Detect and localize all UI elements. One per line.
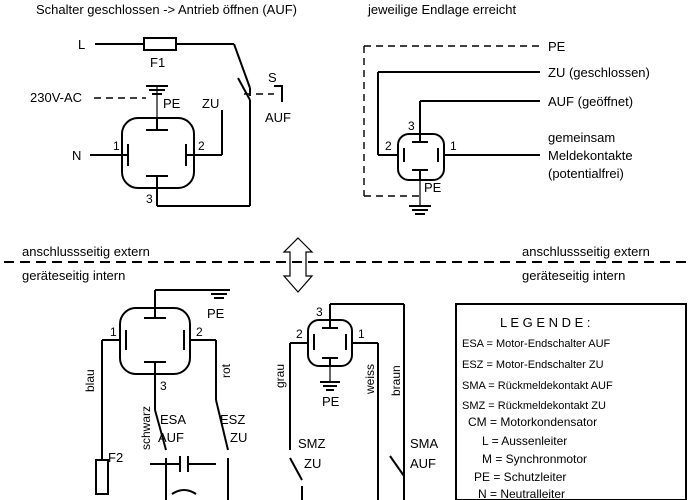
top-right-wiring: PE ZU (geschlossen) AUF (geöffnet) gemei… [363,39,650,215]
label-SMZ-ZU: ZU [304,456,321,471]
wire-braun: braun [389,365,403,396]
label-SMA: SMA [410,436,439,451]
legend: L E G E N D E : ESA = Motor-Endschalter … [455,303,687,500]
fuse-f1 [143,37,177,51]
label-AUF: AUF [265,110,291,125]
label-PE: PE [163,96,181,111]
label-SMZ: SMZ [298,436,326,451]
caption-top-left: Schalter geschlossen -> Antrieb öffnen (… [36,2,297,17]
legend-item: ESZ = Motor-Endschalter ZU [462,359,604,371]
sep-right-bottom: geräteseitig intern [522,268,625,283]
pin-2-motor: 2 [196,325,203,339]
pin-2: 2 [198,139,205,153]
label-common-1: gemeinsam [548,130,615,145]
label-L: L [78,37,85,52]
pin-3-motor: 3 [160,379,167,393]
label-ESA-AUF: AUF [158,430,184,445]
legend-item: L = Aussenleiter [482,434,567,448]
legend-item: SMA = Rückmeldekontakt AUF [462,380,613,392]
wire-weiss: weiss [363,364,377,395]
label-AUF-line: AUF (geöffnet) [548,94,633,109]
separator: anschlussseitig extern geräteseitig inte… [4,237,686,293]
sep-left-top: anschlussseitig extern [22,244,150,259]
top-left-wiring: L F1 230V-AC PE ZU N S AUF 1 2 3 [30,37,291,207]
legend-box [455,303,687,500]
label-ESZ: ESZ [220,412,245,427]
internal-feedback-wiring: 3 2 1 PE grau weiss braun SMZ ZU SMA AUF [273,303,439,500]
label-S: S [268,70,277,85]
legend-item: SMZ = Rückmeldekontakt ZU [462,400,606,412]
caption-top-right: jeweilige Endlage erreicht [367,2,517,17]
pin-3: 3 [146,192,153,206]
label-voltage: 230V-AC [30,90,82,105]
legend-item: PE = Schutzleiter [474,470,566,484]
label-F2: F2 [108,450,123,465]
legend-item: M = Synchronmotor [482,452,587,466]
label-N: N [72,148,81,163]
pin-1-internal: 1 [358,327,365,341]
sep-right-top: anschlussseitig extern [522,244,650,259]
pin-1-right: 1 [450,139,457,153]
label-ZU: ZU [202,96,219,111]
pin-1: 1 [113,139,120,153]
pin-2-internal: 2 [296,327,303,341]
legend-item: N = Neutralleiter [478,487,565,500]
label-SMA-AUF: AUF [410,456,436,471]
label-PE-line: PE [548,39,566,54]
legend-title: L E G E N D E : [500,315,591,330]
label-PE-right: PE [424,180,442,195]
wire-grau: grau [273,364,287,388]
fuse-f2 [95,459,109,495]
pin-3-right: 3 [408,119,415,133]
label-PE-motor: PE [207,306,225,321]
double-arrow-icon [282,237,314,293]
label-ZU-line: ZU (geschlossen) [548,65,650,80]
legend-item: ESA = Motor-Endschalter AUF [462,338,611,350]
label-ESA: ESA [160,412,186,427]
wire-schwarz: schwarz [139,406,153,450]
internal-motor-wiring: PE 1 2 3 blau schwarz rot ESA AUF ESZ ZU… [83,289,247,500]
sep-left-bottom: geräteseitig intern [22,268,125,283]
label-ESZ-ZU: ZU [230,430,247,445]
label-PE-internal: PE [322,394,340,409]
pin-2-right: 2 [385,139,392,153]
pin-3-internal: 3 [316,305,323,319]
label-common-3: (potentialfrei) [548,166,624,181]
pin-1-motor: 1 [110,325,117,339]
label-common-2: Meldekontakte [548,148,633,163]
wire-rot: rot [219,363,233,378]
switch-s [237,77,251,101]
wire-blau: blau [83,369,97,392]
legend-item: CM = Motorkondensator [468,415,597,429]
label-F1: F1 [150,55,165,70]
